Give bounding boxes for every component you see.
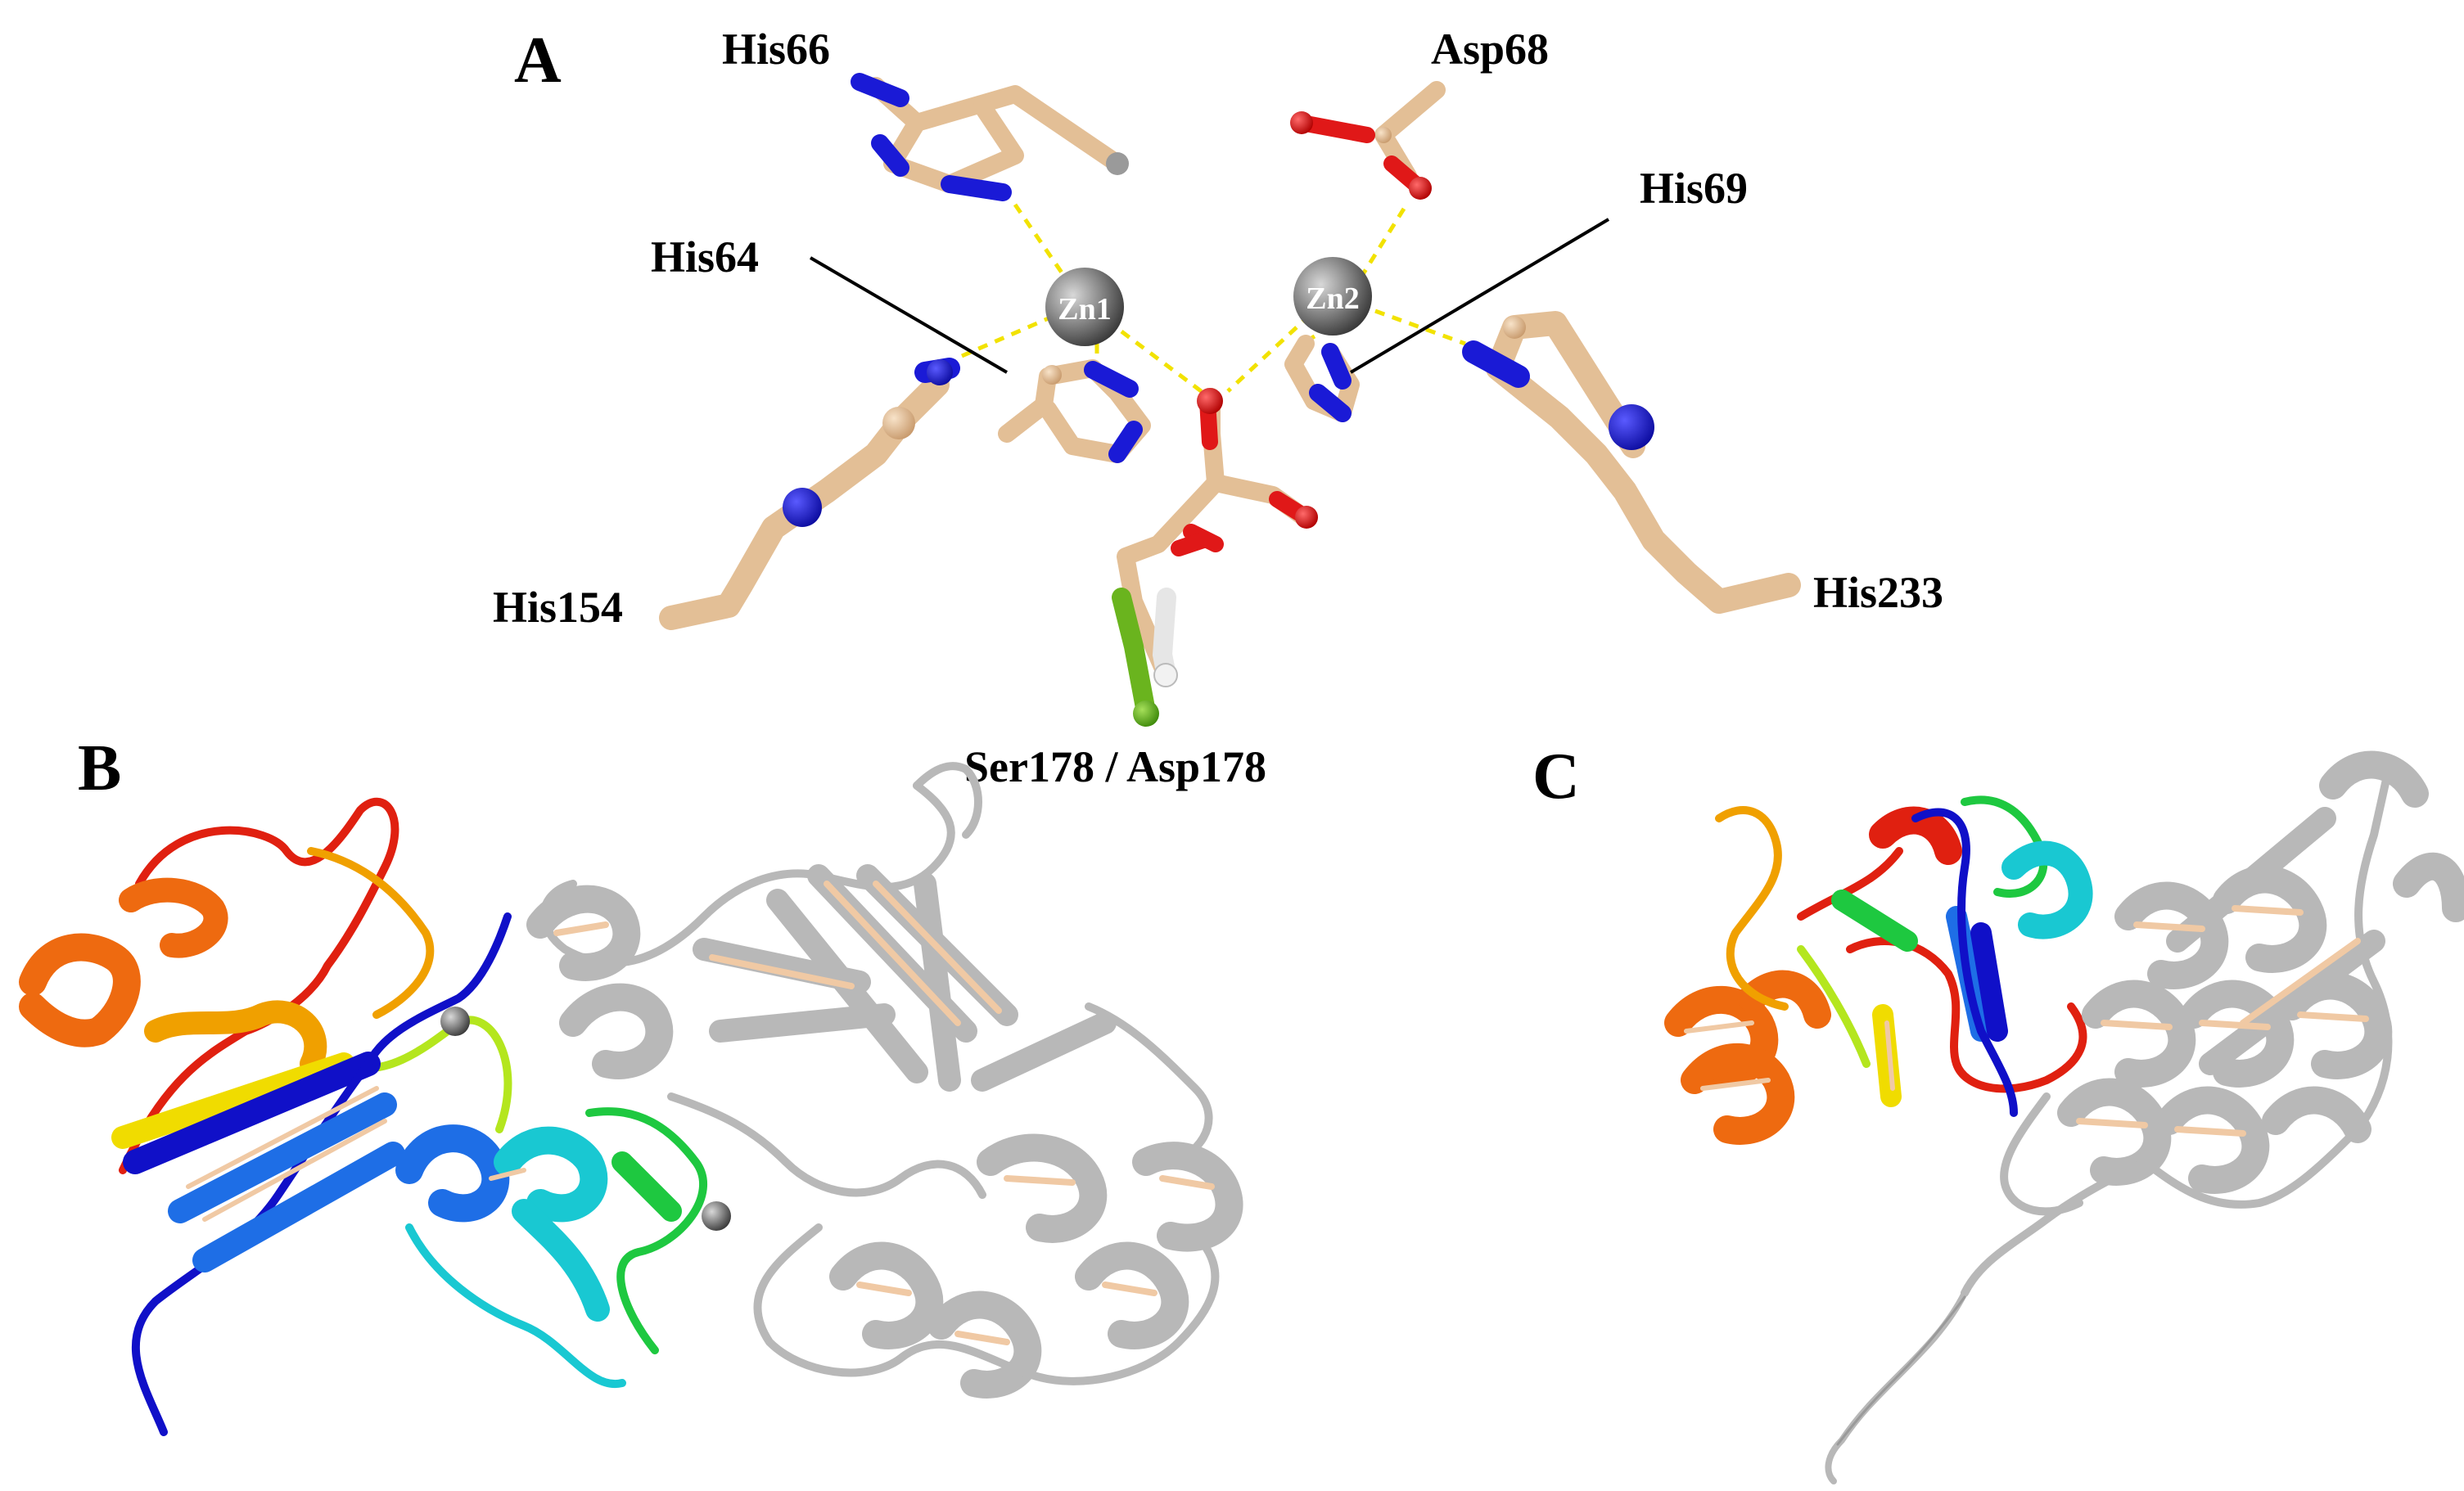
bond-asp68-zn2 [1361, 207, 1406, 276]
panel-b-rainbow-domain [19, 797, 708, 1436]
zn1-label: Zn1 [1058, 292, 1111, 327]
panel-b: B [19, 732, 1243, 1436]
residue-ser178-asp178-sticks [1112, 388, 1318, 727]
zn1-sphere: Zn1 [1045, 268, 1124, 346]
label-his233: His233 [1813, 568, 1943, 617]
panel-b-letter: B [78, 732, 121, 804]
panel-c-rainbow-domain [1664, 795, 2093, 1145]
residue-his69-sticks [1284, 335, 1360, 422]
bond-zn2-his233 [1374, 309, 1466, 346]
residue-his-ring-zn1-sticks [998, 359, 1151, 463]
bond-his64-zn1 [961, 313, 1057, 358]
zn2-label: Zn2 [1306, 282, 1359, 316]
label-ser178-asp178: Ser178 / Asp178 [964, 742, 1266, 791]
residue-his154-sticks [659, 358, 960, 630]
leader-his64 [809, 256, 1009, 374]
label-his69: His69 [1640, 164, 1748, 213]
label-his66: His66 [722, 25, 830, 74]
metal-coordination-bonds [961, 203, 1466, 394]
bond-zn2-asp178 [1226, 313, 1311, 393]
residue-his66-sticks [851, 73, 1129, 201]
residue-asp68-sticks [1290, 81, 1446, 200]
panel-c-gray-domain [1825, 750, 2464, 1484]
panel-c-letter: C [1532, 741, 1580, 813]
panel-a: A [493, 25, 1943, 791]
label-his154: His154 [493, 583, 623, 632]
panel-a-letter: A [514, 25, 562, 97]
panel-c: C [1532, 741, 2464, 1484]
label-asp68: Asp68 [1431, 25, 1549, 74]
leader-his69 [1349, 218, 1610, 374]
label-his64: His64 [651, 232, 759, 282]
panel-b-gray-domain [526, 762, 1243, 1399]
residue-his233-sticks [1462, 311, 1801, 614]
zn2-sphere: Zn2 [1293, 257, 1372, 336]
